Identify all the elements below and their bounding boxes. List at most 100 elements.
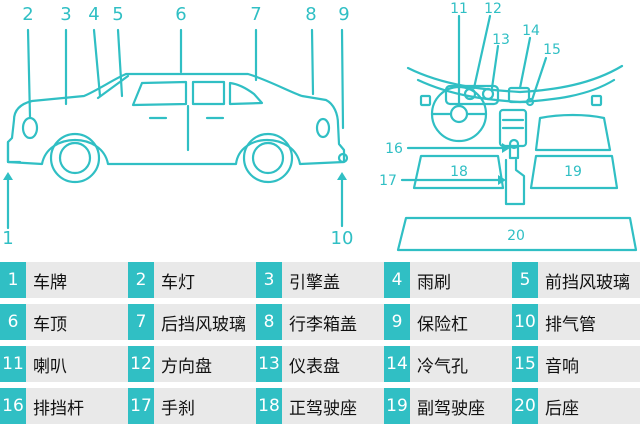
legend-label: 方向盘 [154, 346, 256, 382]
passenger-seat [529, 154, 619, 190]
legend-number: 13 [256, 346, 282, 382]
callout-19: 19 [564, 164, 582, 180]
legend-number: 19 [384, 388, 410, 424]
middle-window [191, 80, 226, 106]
front-bumper [6, 140, 22, 164]
front-hubcap [58, 141, 92, 175]
callout-10: 10 [331, 228, 354, 249]
legend-number: 17 [128, 388, 154, 424]
taillight [315, 117, 331, 139]
legend-number: 20 [512, 388, 538, 424]
steering-hub [449, 104, 469, 124]
legend-label: 副驾驶座 [410, 388, 512, 424]
dashboard-outline [406, 64, 624, 94]
callout-12: 12 [484, 1, 502, 17]
legend-number: 4 [384, 262, 410, 298]
legend-label: 车牌 [26, 262, 128, 298]
legend-number: 16 [0, 388, 26, 424]
legend-label: 仪表盘 [282, 346, 384, 382]
speaker [525, 97, 535, 107]
left-side-vent [419, 94, 432, 107]
callout-17: 17 [379, 173, 397, 189]
legend-label: 车顶 [26, 304, 128, 340]
callout-line-2 [26, 28, 32, 119]
windshield [96, 74, 130, 100]
dial-left [463, 87, 477, 101]
legend-label: 保险杠 [410, 304, 512, 340]
legend-number: 7 [128, 304, 154, 340]
legend-label: 后挡风玻璃 [154, 304, 256, 340]
car-body [6, 72, 346, 166]
legend-label: 行李箱盖 [282, 304, 384, 340]
callout-6: 6 [175, 4, 186, 25]
rear-window [228, 81, 264, 106]
passenger-backrest [534, 113, 612, 152]
legend-number: 15 [512, 346, 538, 382]
legend-label: 手刹 [154, 388, 256, 424]
callout-line-14 [518, 36, 532, 90]
legend-label: 正驾驶座 [282, 388, 384, 424]
legend-number: 3 [256, 262, 282, 298]
callout-4: 4 [88, 4, 99, 25]
legend-label: 雨刷 [410, 262, 512, 298]
legend-label: 排挡杆 [26, 388, 128, 424]
callout-line-5 [116, 28, 124, 98]
gear-shift [508, 144, 520, 160]
legend-label: 车灯 [154, 262, 256, 298]
legend-number: 18 [256, 388, 282, 424]
callout-15: 15 [543, 42, 561, 58]
legend-label: 前挡风玻璃 [538, 262, 640, 298]
legend-number: 14 [384, 346, 410, 382]
gear-knob [508, 138, 520, 150]
instrument-cluster [444, 84, 500, 106]
legend-number: 10 [512, 304, 538, 340]
rear-wheel [242, 132, 294, 184]
callout-7: 7 [250, 4, 261, 25]
legend-number: 12 [128, 346, 154, 382]
callout-5: 5 [112, 4, 123, 25]
callout-line-4 [92, 28, 102, 98]
exhaust-pipe [337, 152, 349, 164]
headlight [21, 116, 39, 140]
legend-number: 11 [0, 346, 26, 382]
callout-8: 8 [305, 4, 316, 25]
driver-seat [412, 154, 505, 190]
hand-brake [504, 158, 526, 206]
arrow-10 [337, 172, 347, 180]
rear-hubcap [251, 141, 285, 175]
legend-number: 6 [0, 304, 26, 340]
legend-label: 冷气孔 [410, 346, 512, 382]
right-side-vent [590, 94, 603, 107]
callout-13: 13 [492, 32, 510, 48]
callout-20: 20 [507, 228, 525, 244]
legend-number: 2 [128, 262, 154, 298]
legend-label: 后座 [538, 388, 640, 424]
legend-label: 引擎盖 [282, 262, 384, 298]
arrow-17 [498, 175, 506, 185]
legend-number: 5 [512, 262, 538, 298]
callout-14: 14 [522, 23, 540, 39]
callout-line-12 [472, 14, 492, 90]
center-console [498, 108, 528, 148]
callout-3: 3 [60, 4, 71, 25]
callout-2: 2 [22, 4, 33, 25]
